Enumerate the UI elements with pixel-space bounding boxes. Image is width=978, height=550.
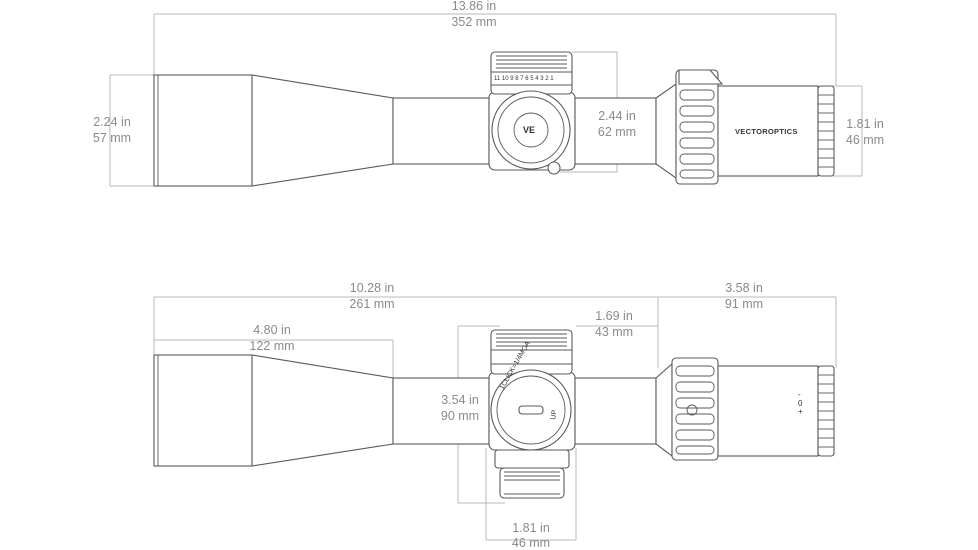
brand-logo-text: VECTOROPTICS xyxy=(735,127,798,136)
front-length-in: 10.28 in xyxy=(350,281,395,295)
top-view: VECTOROPTICS 11 10 9 8 7 6 5 4 3 2 1 VE … xyxy=(93,0,884,187)
side-power-ring-taper xyxy=(655,362,673,458)
turret-span-in: 3.54 in xyxy=(441,393,479,407)
side-main-tube-front xyxy=(392,377,490,445)
turret-scale-text: 11 10 9 8 7 6 5 4 3 2 1 xyxy=(494,76,554,82)
objective-length-in: 4.80 in xyxy=(253,323,291,337)
power-ring-taper xyxy=(655,82,677,180)
eyepiece-diameter-mm: 46 mm xyxy=(846,133,884,147)
saddle-length-mm: 43 mm xyxy=(595,325,633,339)
overall-length-in: 13.86 in xyxy=(452,0,497,13)
side-turret-knurling xyxy=(496,333,567,347)
side-objective-taper xyxy=(251,354,394,467)
diopter-mark-minus: - xyxy=(798,390,801,399)
side-power-ring xyxy=(671,357,719,461)
turret-span-mm: 90 mm xyxy=(441,409,479,423)
diopter-knurling xyxy=(818,94,834,168)
eyepiece-diameter-in: 1.81 in xyxy=(846,117,884,131)
power-ring xyxy=(675,69,719,185)
objective-length-mm: 122 mm xyxy=(249,339,294,353)
lower-turret xyxy=(494,449,570,469)
windage-turret-cap xyxy=(491,90,571,170)
windage-slot xyxy=(518,405,544,415)
objective-taper xyxy=(251,74,394,187)
vortex-logo-icon: VE xyxy=(523,125,535,135)
objective-bell xyxy=(153,74,253,187)
side-eyepiece-body xyxy=(717,365,819,457)
illumination-icon xyxy=(686,404,698,416)
turret-lock-knob xyxy=(547,161,561,175)
main-tube-front xyxy=(392,97,490,165)
lower-turret-knob xyxy=(499,467,565,499)
side-diopter-knurling xyxy=(818,374,834,448)
side-objective-bell xyxy=(153,354,253,467)
overall-length-mm: 352 mm xyxy=(451,15,496,29)
rear-length-in: 3.58 in xyxy=(725,281,763,295)
side-view: + 0 - 1CLICK=1/4MOA UP 10.28 in xyxy=(153,281,837,550)
objective-diameter-mm: 57 mm xyxy=(93,131,131,145)
turret-height-mm: 62 mm xyxy=(598,125,636,139)
up-direction-text: UP xyxy=(550,409,559,420)
turret-knurling xyxy=(496,55,567,69)
side-main-tube-rear xyxy=(574,377,657,445)
main-tube-rear xyxy=(574,97,657,165)
front-length-mm: 261 mm xyxy=(349,297,394,311)
elevation-turret-top xyxy=(490,51,573,95)
side-elevation-turret xyxy=(490,329,573,375)
diopter-mark-zero: 0 xyxy=(798,399,803,408)
lower-turret-knurling xyxy=(504,471,560,495)
throw-lever xyxy=(678,69,724,85)
diopter-mark-plus: + xyxy=(798,407,803,416)
turret-width-in: 1.81 in xyxy=(512,521,550,535)
objective-diameter-in: 2.24 in xyxy=(93,115,131,129)
eyepiece-body xyxy=(717,85,819,177)
power-ring-grips xyxy=(679,89,715,179)
saddle-length-in: 1.69 in xyxy=(595,309,633,323)
rear-length-mm: 91 mm xyxy=(725,297,763,311)
turret-height-in: 2.44 in xyxy=(598,109,636,123)
turret-width-mm: 46 mm xyxy=(512,536,550,550)
